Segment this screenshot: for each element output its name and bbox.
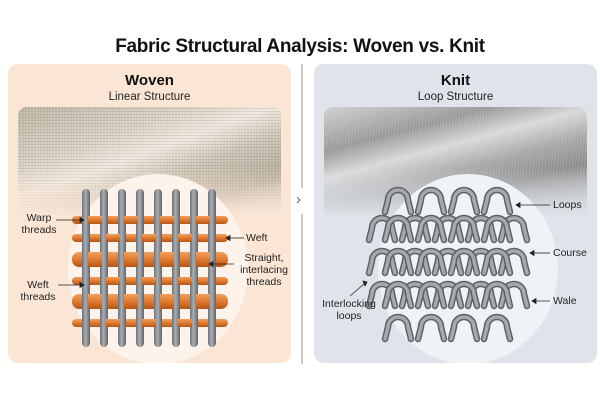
woven-structure-diagram bbox=[56, 189, 244, 347]
chevron-right-icon: › bbox=[296, 191, 301, 208]
weft-threads bbox=[72, 216, 228, 327]
knit-title: Knit bbox=[440, 72, 471, 89]
label-straight-interlacing: Straight, interlacing threads bbox=[240, 252, 288, 288]
label-interlocking-loops: Interlocking loops bbox=[322, 298, 376, 322]
panel-divider bbox=[301, 64, 303, 364]
label-weft: Weft bbox=[246, 232, 268, 244]
knit-panel: Knit Loop Structure bbox=[314, 64, 597, 363]
label-wale: Wale bbox=[553, 295, 577, 307]
knit-structure-diagram bbox=[349, 64, 550, 363]
woven-panel: Woven Linear Structure bbox=[8, 64, 291, 363]
knit-fabric-photo bbox=[324, 107, 587, 217]
label-loops: Loops bbox=[553, 199, 582, 211]
label-warp-threads: Warp threads bbox=[21, 212, 57, 236]
knit-loops bbox=[369, 190, 527, 339]
knit-subtitle: Loop Structure bbox=[417, 91, 494, 103]
page-title: Fabric Structural Analysis: Woven vs. Kn… bbox=[115, 36, 485, 57]
label-weft-threads: Weft threads bbox=[20, 279, 56, 303]
label-course: Course bbox=[553, 247, 587, 259]
woven-title: Woven bbox=[125, 72, 174, 89]
woven-subtitle: Linear Structure bbox=[108, 91, 191, 103]
